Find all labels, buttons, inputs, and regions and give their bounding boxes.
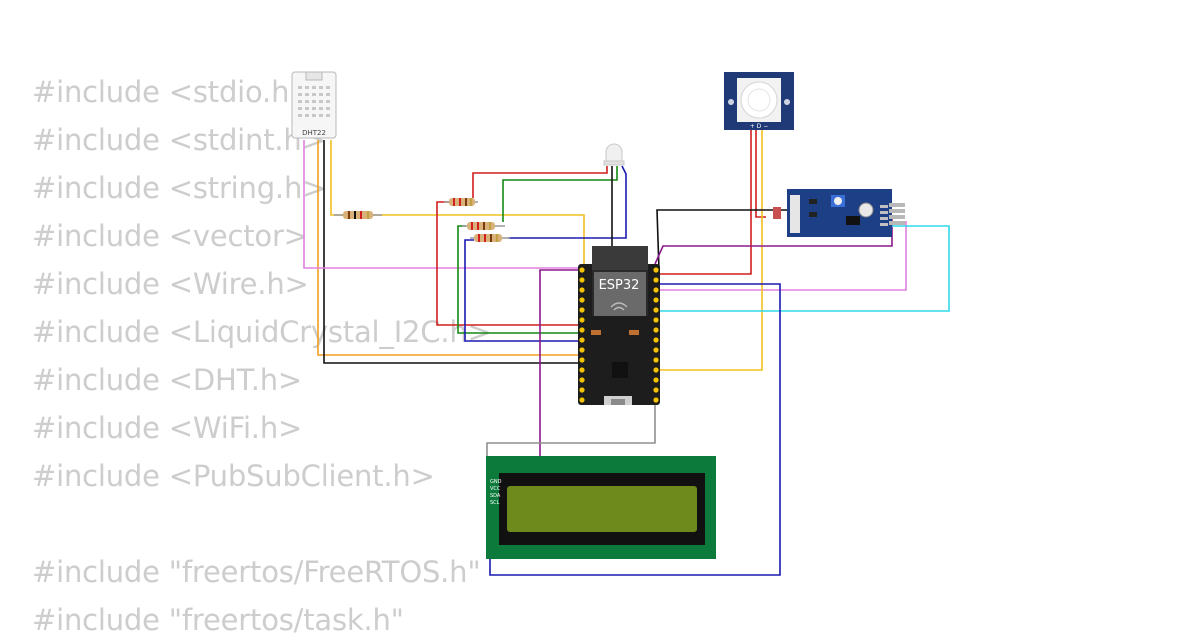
circuit-diagram: DHT22 + D −	[291, 71, 950, 576]
wire-red-resistor[interactable]	[436, 201, 584, 326]
code-line: #include <PubSubClient.h>	[32, 459, 435, 493]
wire-violet-dht[interactable]	[303, 140, 582, 269]
code-line: #include <DHT.h>	[32, 363, 302, 397]
ldr-sensitivity-knob	[858, 202, 874, 218]
wifi-icon	[610, 302, 628, 311]
wire-led-blue[interactable]	[508, 165, 627, 239]
pir-dome	[740, 81, 778, 119]
lcd-pin-sda: SDA	[490, 493, 501, 499]
resistor-red[interactable]	[444, 198, 478, 206]
wire-pir-data[interactable]	[755, 130, 766, 218]
wire-led-green[interactable]	[502, 166, 618, 222]
wire-blue-resistor[interactable]	[464, 239, 584, 342]
dht22-sensor[interactable]: DHT22	[291, 71, 337, 139]
lcd-pin-labels: GND VCC SDA SCL	[490, 479, 502, 506]
code-line: #include <WiFi.h>	[32, 411, 303, 445]
esp32-right-pins	[653, 267, 659, 403]
wire-pir-out[interactable]	[655, 130, 763, 371]
wire-led-red[interactable]	[472, 166, 608, 198]
lcd-pin-vcc: VCC	[490, 486, 501, 492]
dht22-label: DHT22	[302, 129, 326, 137]
wire-green-resistor[interactable]	[457, 225, 584, 334]
resistor-dht[interactable]	[334, 211, 382, 219]
code-line: #include <LiquidCrystal_I2C.h>	[32, 315, 492, 349]
rgb-led[interactable]	[603, 143, 625, 166]
esp32-label: ESP32	[599, 278, 640, 293]
esp32-left-pins	[579, 267, 585, 403]
wire-pir-vcc[interactable]	[655, 130, 752, 275]
code-line: #include <vector>	[32, 219, 308, 253]
resistor-green[interactable]	[462, 222, 505, 230]
pir-motion-sensor[interactable]: + D −	[724, 72, 794, 130]
code-line: #include <Wire.h>	[32, 267, 309, 301]
lcd-display[interactable]: GND VCC SDA SCL	[486, 456, 716, 559]
dht22-grille	[298, 86, 330, 117]
code-line: #include "freertos/FreeRTOS.h"	[32, 555, 481, 589]
wire-dht-gnd[interactable]	[323, 140, 595, 364]
resistor-blue[interactable]	[470, 234, 510, 242]
lcd-pin-scl: SCL	[490, 500, 500, 506]
esp32-board[interactable]: ESP32	[578, 246, 660, 405]
wire-ldr-cyan[interactable]	[584, 225, 950, 312]
lcd-pin-gnd: GND	[490, 479, 502, 485]
code-line: #include <stdio.h>	[32, 75, 314, 109]
usb-port	[611, 399, 625, 405]
wire-layer	[303, 130, 950, 576]
pir-pin-labels: + D −	[750, 123, 769, 130]
code-line: #include <string.h>	[32, 171, 327, 205]
lcd-screen	[507, 486, 697, 532]
photoresistor-module[interactable]	[773, 189, 905, 237]
wire-dht-vcc[interactable]	[317, 140, 655, 356]
